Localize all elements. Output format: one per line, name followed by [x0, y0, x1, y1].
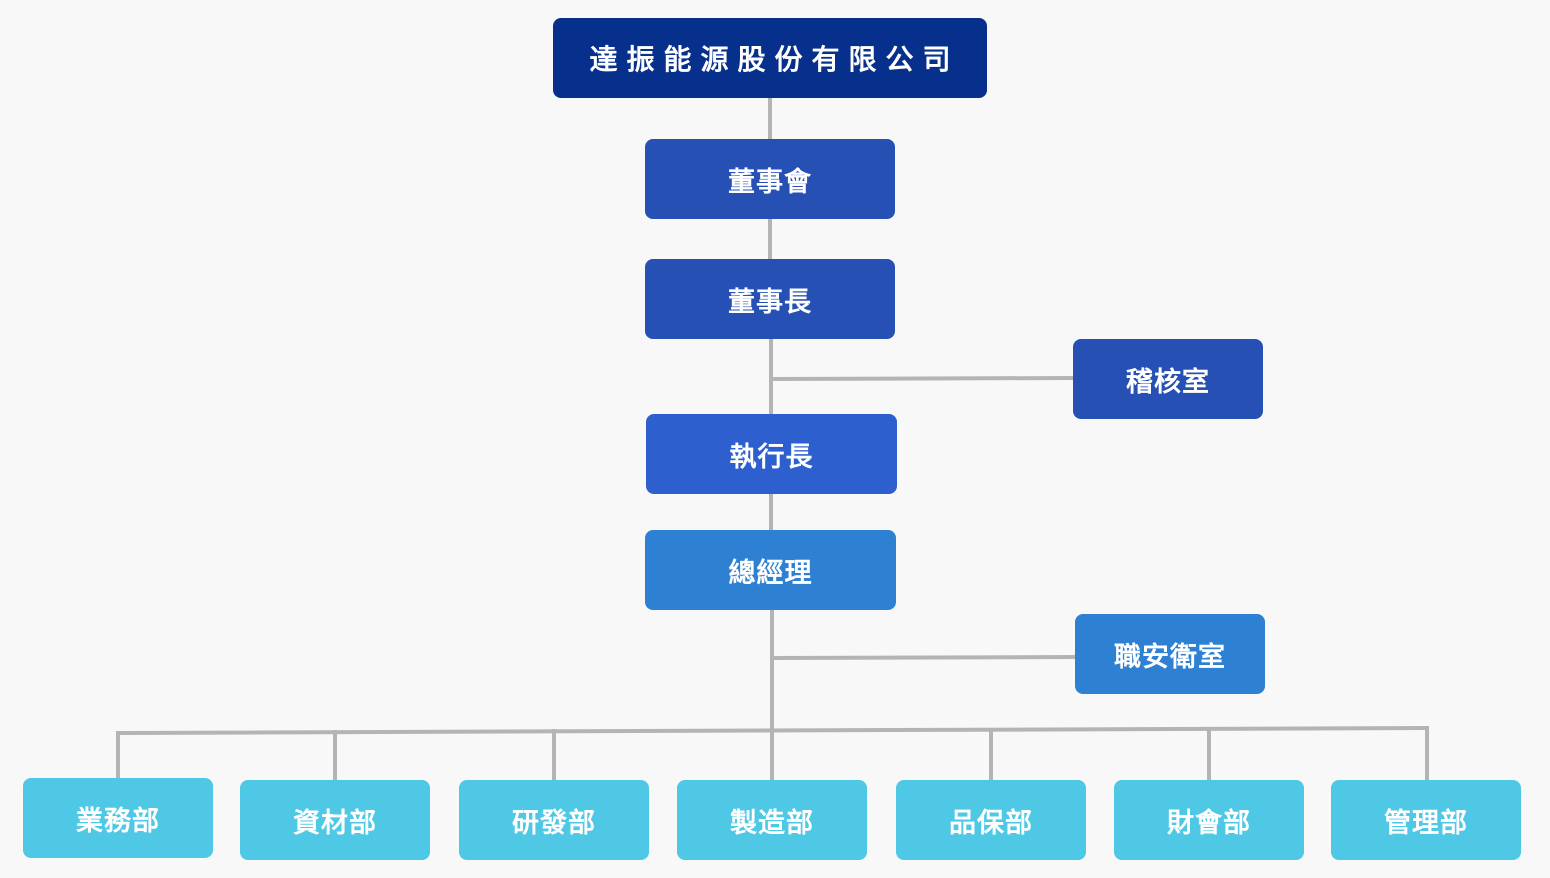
department-label: 資材部 — [293, 807, 377, 839]
department-box-rnd: 研發部 — [459, 780, 649, 860]
audit-office-box: 稽核室 — [1073, 339, 1263, 419]
ceo-label: 執行長 — [729, 441, 814, 473]
department-box-manufacturing: 製造部 — [677, 780, 867, 860]
board-of-directors-box: 董事會 — [645, 139, 895, 219]
board-label: 董事會 — [728, 166, 812, 198]
safety-office-label: 職安衛室 — [1114, 641, 1226, 673]
chairman-label: 董事長 — [728, 286, 812, 318]
safety-office-box: 職安衛室 — [1075, 614, 1265, 694]
department-box-finance: 財會部 — [1114, 780, 1304, 860]
department-box-sales: 業務部 — [23, 778, 213, 858]
department-label: 製造部 — [730, 807, 814, 839]
company-title-box: 達振能源股份有限公司 — [553, 18, 987, 98]
audit-office-label: 稽核室 — [1126, 366, 1210, 398]
general-manager-box: 總經理 — [645, 530, 896, 610]
connector-safety — [769, 654, 1078, 661]
ceo-box: 執行長 — [646, 414, 897, 494]
department-label: 品保部 — [949, 807, 1033, 839]
department-box-materials: 資材部 — [240, 780, 430, 860]
chairman-box: 董事長 — [645, 259, 895, 339]
department-label: 研發部 — [512, 807, 596, 839]
department-label: 管理部 — [1384, 807, 1468, 839]
department-box-management: 管理部 — [1331, 780, 1521, 860]
department-label: 業務部 — [76, 805, 160, 837]
department-box-quality: 品保部 — [896, 780, 1086, 860]
company-name: 達振能源股份有限公司 — [589, 43, 960, 76]
connector-department-bus — [115, 725, 1430, 736]
general-manager-label: 總經理 — [728, 557, 813, 589]
department-label: 財會部 — [1167, 807, 1251, 839]
connector-audit — [768, 375, 1076, 382]
